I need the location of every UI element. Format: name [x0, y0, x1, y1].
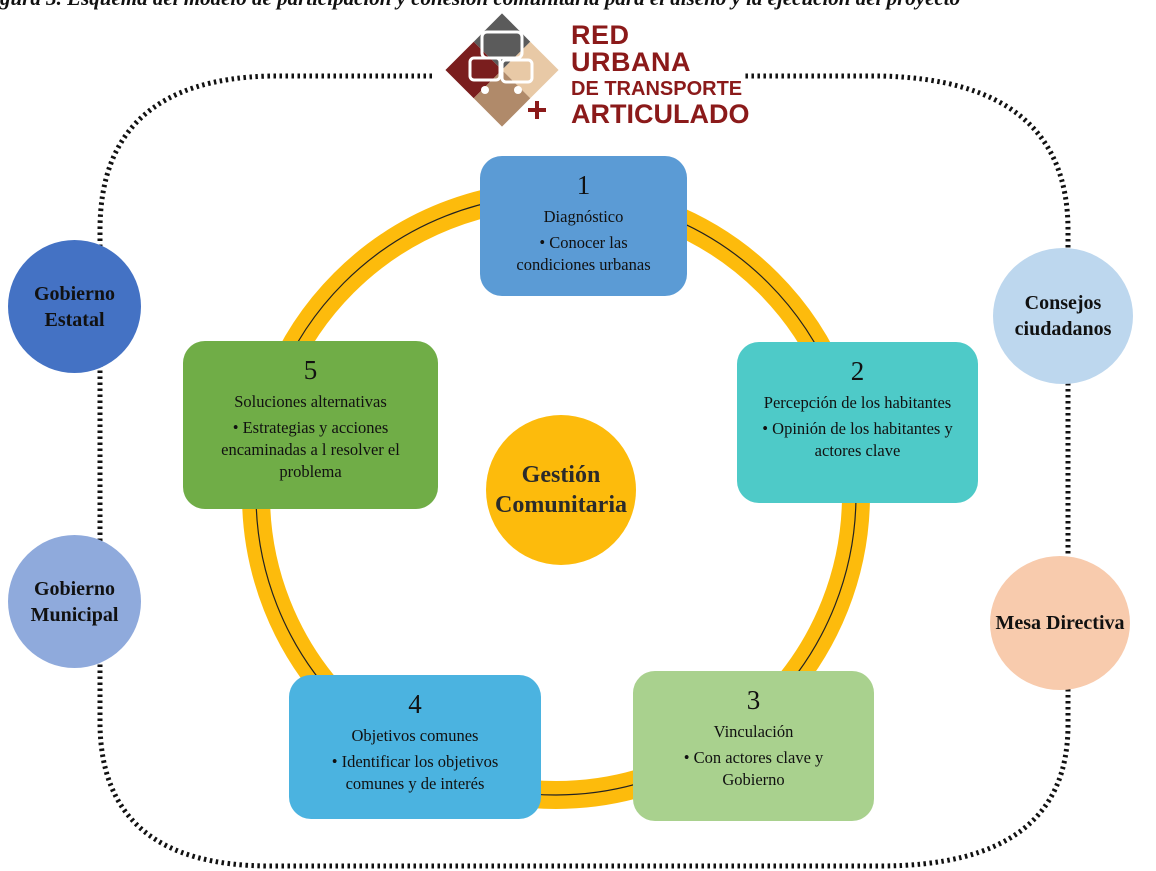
step-bullet: • Con actores clave y Gobierno	[683, 748, 824, 789]
step-bullet: • Identificar los objetivos comunes y de…	[331, 752, 499, 793]
actor-label: Gobierno Municipal	[30, 577, 119, 626]
step-title: Percepción de los habitantes	[763, 393, 952, 412]
logo-line-3: ARTICULADO	[571, 99, 750, 129]
step-4-box: 4 Objetivos comunes • Identificar los ob…	[289, 675, 541, 819]
step-bullet: • Opinión de los habitantes y actores cl…	[762, 419, 953, 460]
step-number: 3	[746, 685, 761, 715]
brand-logo: RED URBANA DE TRANSPORTE ARTICULADO	[440, 8, 749, 133]
actor-consejos-ciudadanos: Consejos ciudadanos	[993, 248, 1133, 384]
actor-mesa-directiva: Mesa Directiva	[990, 556, 1130, 690]
dotted-frame	[97, 73, 1071, 869]
step-5-box: 5 Soluciones alternativas • Estrategias …	[183, 341, 438, 509]
step-title: Diagnóstico	[543, 207, 624, 226]
step-title: Vinculación	[713, 722, 794, 741]
actor-label: Gobierno Estatal	[33, 282, 116, 331]
step-3-box: 3 Vinculación • Con actores clave y Gobi…	[633, 671, 874, 821]
center-circle: Gestión Comunitaria	[486, 415, 636, 565]
logo-line-1: RED URBANA	[571, 20, 691, 77]
step-title: Soluciones alternativas	[234, 392, 387, 411]
logo-line-2: DE TRANSPORTE	[571, 78, 743, 100]
step-number: 4	[408, 689, 422, 719]
actor-label: Consejos ciudadanos	[1014, 292, 1112, 340]
actor-gobierno-estatal: Gobierno Estatal	[8, 240, 141, 373]
center-label: Gestión Comunitaria	[495, 462, 627, 518]
step-number: 5	[303, 355, 318, 385]
step-1-box: 1 Diagnóstico • Conocer las condiciones …	[480, 156, 687, 296]
step-title: Objetivos comunes	[351, 726, 479, 745]
step-2-box: 2 Percepción de los habitantes • Opinión…	[737, 342, 978, 503]
figure-caption: gura 3. Esquema del modelo de participac…	[0, 0, 1156, 16]
actor-label: Mesa Directiva	[995, 612, 1125, 634]
step-bullet: • Estrategias y acciones encaminadas a l…	[221, 418, 400, 481]
step-number: 2	[850, 356, 865, 386]
step-bullet: • Conocer las condiciones urbanas	[516, 233, 651, 274]
step-number: 1	[576, 170, 591, 200]
logo-wordmark: RED URBANA DE TRANSPORTE ARTICULADO	[571, 22, 749, 128]
actor-gobierno-municipal: Gobierno Municipal	[8, 535, 141, 668]
transport-logo-icon	[445, 13, 559, 127]
